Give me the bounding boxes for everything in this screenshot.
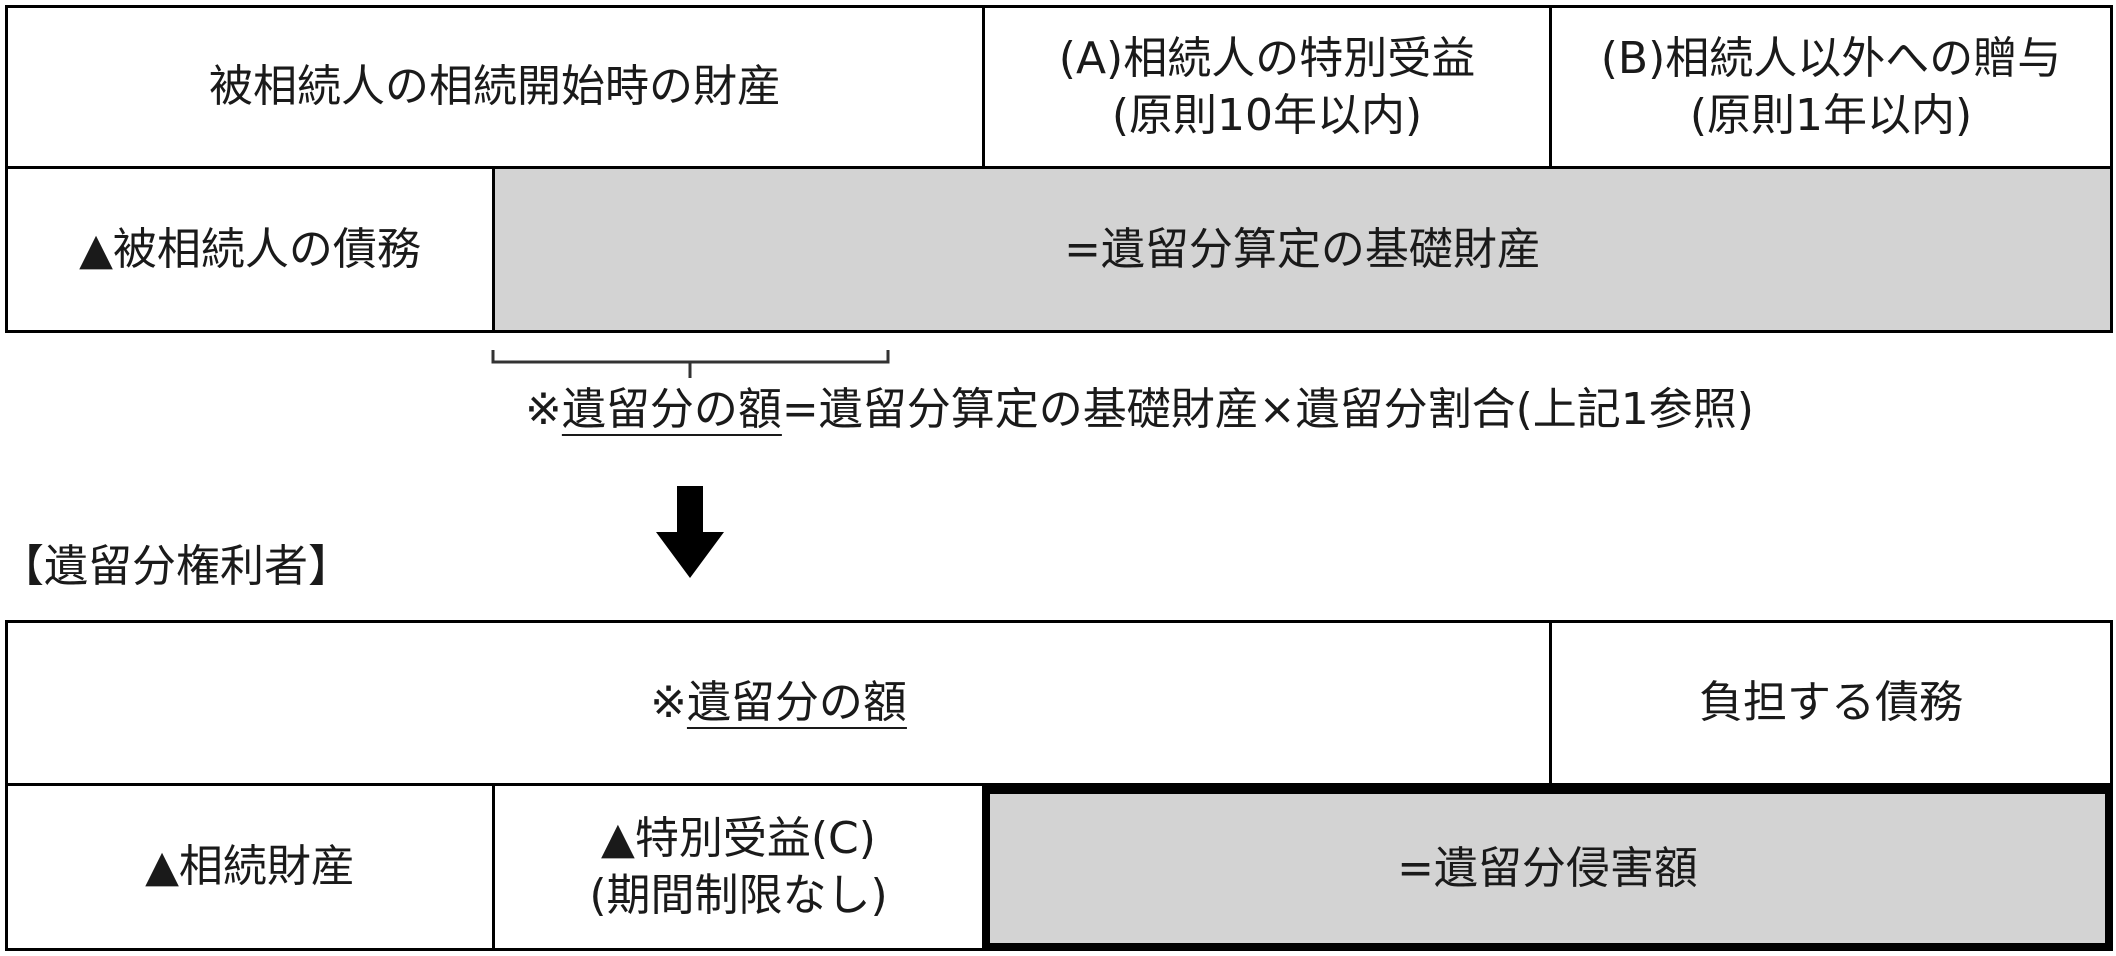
reserved-amount-cell: ※遺留分の額 xyxy=(5,620,1552,786)
gift-b-title: (B)相続人以外への贈与 xyxy=(1600,32,2062,84)
special-benefit-c-title: ▲特別受益(C) xyxy=(601,812,876,864)
basis-property-label: =遺留分算定の基礎財産 xyxy=(1064,223,1541,275)
special-benefit-a-title: (A)相続人の特別受益 xyxy=(1058,32,1476,84)
gift-b-period: (原則1年以内) xyxy=(1689,90,1973,141)
burden-debt-cell: 負担する債務 xyxy=(1549,620,2113,786)
special-benefit-a-period: (原則10年以内) xyxy=(1111,90,1423,141)
section-label: 【遺留分権利者】 xyxy=(0,541,352,592)
formula-mark: ※ xyxy=(525,384,562,435)
inherited-property-cell: ▲相続財産 xyxy=(5,783,495,951)
special-benefit-c-cell: ▲特別受益(C) (期間制限なし) xyxy=(492,783,985,951)
infringement-amount-cell: =遺留分侵害額 xyxy=(982,786,2113,951)
reserved-amount-label: 遺留分の額 xyxy=(686,677,907,729)
special-benefit-c-period: (期間制限なし) xyxy=(589,870,888,921)
decedent-debt-label: ▲被相続人の債務 xyxy=(79,223,421,275)
formula-rest: =遺留分算定の基礎財産×遺留分割合(上記1参照) xyxy=(781,384,1754,435)
basis-property-cell: =遺留分算定の基礎財産 xyxy=(492,166,2113,333)
inherited-property-label: ▲相続財産 xyxy=(145,841,355,893)
burden-debt-label: 負担する債務 xyxy=(1699,677,1963,729)
down-arrow-icon xyxy=(656,486,724,578)
amount-mark: ※ xyxy=(650,677,687,729)
decedent-debt-cell: ▲被相続人の債務 xyxy=(5,166,495,333)
formula-amount: 遺留分の額 xyxy=(561,384,782,435)
formula-text: ※遺留分の額=遺留分算定の基礎財産×遺留分割合(上記1参照) xyxy=(525,381,1754,438)
brace xyxy=(491,350,890,378)
infringement-amount-label: =遺留分侵害額 xyxy=(1397,842,1698,894)
estate-label: 被相続人の相続開始時の財産 xyxy=(209,61,781,113)
